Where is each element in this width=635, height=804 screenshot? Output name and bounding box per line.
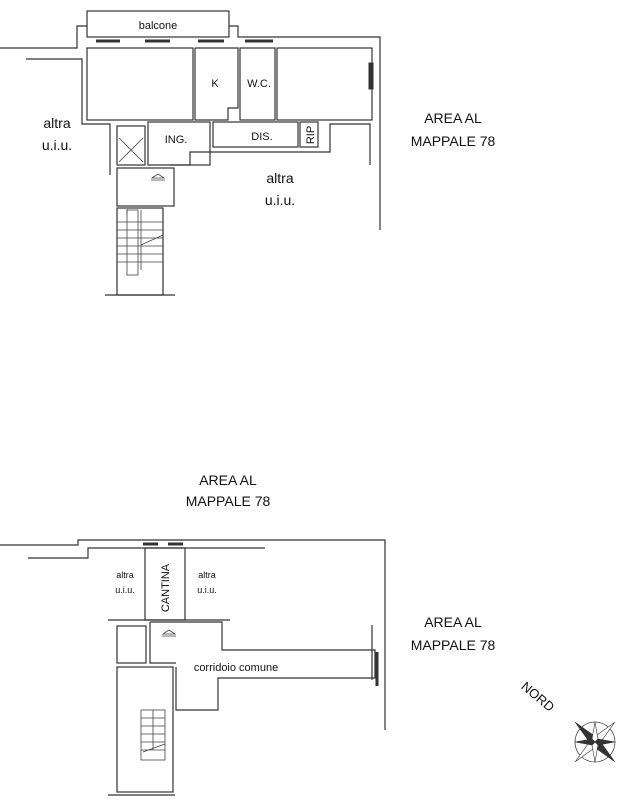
hallway-label: DIS. [251, 131, 272, 143]
compass-rose-icon [574, 721, 616, 763]
storage-label: RIP [305, 126, 317, 144]
lower-floor-plan: AREA AL MAPPALE 78 altra u.i.u. altra u.… [0, 472, 496, 796]
corridor-label: corridoio comune [194, 662, 278, 674]
upper-floor-plan: balcone K W.C. ING. DIS. RIP altra u.i.u… [0, 10, 496, 296]
area-label: MAPPALE 78 [411, 637, 496, 653]
cellar-label: CANTINA [160, 563, 172, 612]
other-unit-label: u.i.u. [115, 585, 135, 595]
area-label: AREA AL [424, 614, 482, 630]
elevator [116, 125, 146, 166]
other-unit-label: altra [266, 170, 293, 186]
room-storage [299, 121, 319, 148]
area-label: AREA AL [424, 110, 482, 126]
area-label: AREA AL [199, 472, 257, 488]
room-kitchen [194, 47, 239, 121]
other-unit-label: altra [198, 570, 216, 580]
room-hallway [212, 121, 299, 148]
balcony [86, 10, 230, 38]
other-unit-label: u.i.u. [265, 192, 295, 208]
balcony-label: balcone [139, 20, 178, 32]
room-right [276, 47, 373, 121]
entrance-marker-icon [161, 629, 177, 637]
other-unit-label: u.i.u. [197, 585, 217, 595]
other-unit-label: altra [116, 570, 134, 580]
staircase-lower [116, 666, 174, 793]
north-label: NORD [518, 679, 557, 715]
shaft [116, 625, 147, 664]
area-label: MAPPALE 78 [411, 133, 496, 149]
room-wc [239, 47, 276, 121]
entrance-label: ING. [165, 134, 188, 146]
area-label: MAPPALE 78 [186, 493, 271, 509]
other-unit-label: altra [43, 115, 70, 131]
wc-label: W.C. [247, 78, 271, 90]
entrance-marker-icon [150, 173, 166, 181]
landing [116, 167, 175, 207]
other-unit-label: u.i.u. [42, 137, 72, 153]
kitchen-label: K [211, 78, 219, 90]
room-main [86, 47, 194, 121]
staircase-upper [116, 207, 164, 296]
